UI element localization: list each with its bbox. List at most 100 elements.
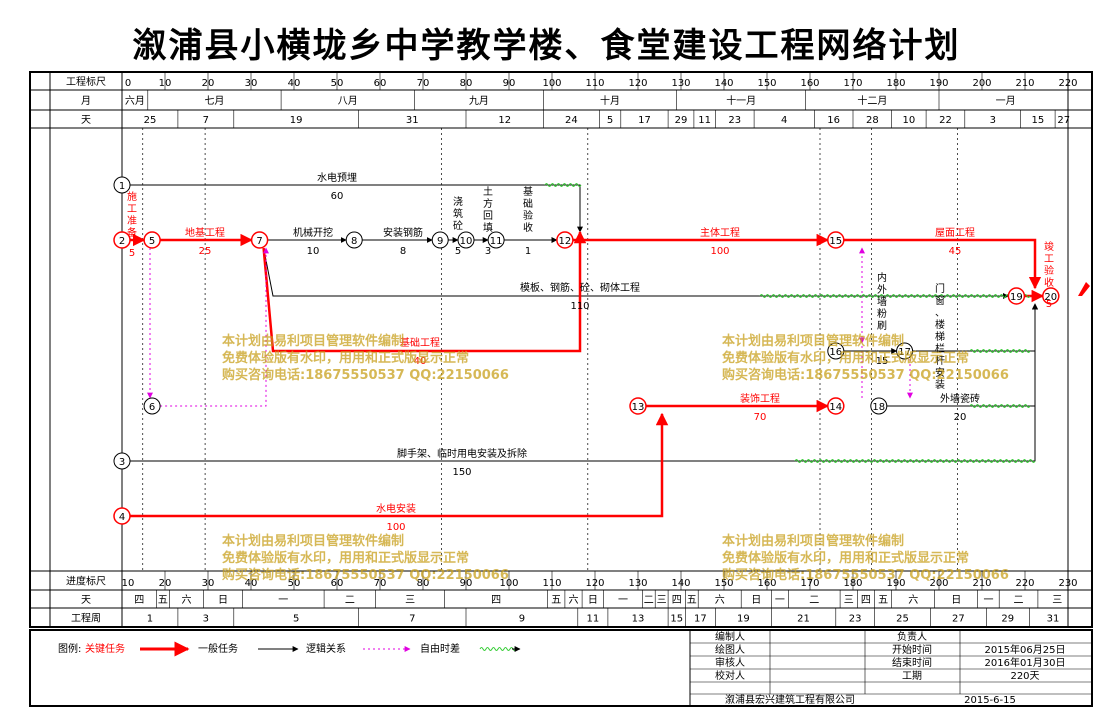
- scale-cell-label: 十一月: [726, 94, 756, 107]
- scale-tick-label: 90: [503, 78, 516, 89]
- watermark-block-4: 本计划由易利项目管理软件编制 免费体验版有水印，用用和正式版显示正常 购买咨询电…: [722, 533, 1009, 584]
- network-node: [1042, 287, 1060, 305]
- activity-duration: 45: [949, 246, 962, 257]
- activity-label-char: 基: [523, 185, 533, 198]
- activity-label-char: 内: [877, 271, 887, 284]
- activity-duration: 3: [485, 246, 491, 257]
- info-border: [29, 629, 1093, 707]
- scale-tick-label: 160: [800, 78, 819, 89]
- network-node: [143, 397, 161, 415]
- scale-tick-label: 230: [1058, 578, 1077, 589]
- scale-tick-label: 190: [929, 78, 948, 89]
- scale-cell-label: 六: [715, 594, 725, 606]
- activity-duration: 1: [525, 246, 531, 257]
- scale-cell-label: 28: [866, 115, 879, 126]
- node-number: 12: [559, 236, 572, 247]
- legend-float-label: 自由时差: [420, 642, 460, 655]
- scale-cell-label: 六: [569, 594, 579, 606]
- scale-tick-label: 120: [628, 78, 647, 89]
- logic-6-7: [160, 247, 269, 407]
- network-node: [1007, 287, 1026, 305]
- activity-label-char: 筑: [453, 207, 463, 220]
- scale-tick-label: 30: [245, 78, 258, 89]
- scale-tick-label: 140: [671, 578, 690, 589]
- float-17-19: [969, 349, 1031, 353]
- activity-label-char: 粉: [877, 307, 887, 320]
- scale-row-label: 进度标尺: [66, 575, 106, 588]
- info-start-label: 开始时间: [892, 643, 932, 656]
- scale-tick-label: 70: [374, 578, 387, 589]
- info-company: 溆浦县宏兴建筑工程有限公司: [725, 693, 855, 706]
- scale-cell-label: 日: [951, 595, 961, 606]
- scale-cell-label: 六: [182, 594, 192, 606]
- activity-label-char: 工: [1044, 254, 1054, 265]
- scale-tick-label: 110: [542, 578, 561, 589]
- activity-label-char: 回: [483, 210, 493, 222]
- scale-cell-label: 9: [519, 614, 525, 625]
- scale-tick-label: 130: [671, 78, 690, 89]
- scale-tick-label: 150: [757, 78, 776, 89]
- scale-cell-label: 五: [878, 595, 888, 606]
- activity-label-char: 土: [483, 185, 493, 198]
- scale-cell-label: 1: [147, 614, 153, 625]
- activity-label-char: 楼: [935, 318, 945, 331]
- scale-cell-label: 三: [657, 595, 667, 606]
- scale-tick-label: 70: [417, 78, 430, 89]
- scale-cell-label: 四: [134, 595, 144, 606]
- legend-normal-label: 一般任务: [198, 642, 238, 655]
- activity-label: 外墙瓷砖: [940, 392, 980, 405]
- activity-duration: 8: [400, 246, 406, 257]
- scale-cell-label: 三: [405, 595, 415, 606]
- node-number: 11: [490, 236, 503, 247]
- network-node: [250, 231, 269, 249]
- watermark-line: 本计划由易利项目管理软件编制: [722, 334, 905, 349]
- activity-label: 水电安装: [376, 502, 416, 515]
- info-reviewer-label: 审核人: [715, 656, 745, 669]
- scale-tick-label: 80: [460, 78, 473, 89]
- scale-tick-label: 50: [331, 78, 344, 89]
- scale-tick-label: 20: [159, 578, 172, 589]
- activity-label-char: 准: [127, 215, 137, 227]
- watermark-line: 购买咨询电话:18675550537 QQ:22150066: [722, 568, 1009, 583]
- network-node: [827, 231, 845, 249]
- scale-cell-label: 三: [844, 595, 854, 606]
- scale-cell-label: 5: [293, 614, 299, 625]
- scale-tick-label: 160: [757, 578, 776, 589]
- scale-cell-label: 八月: [338, 95, 358, 107]
- scale-row-label: 工程周: [71, 613, 101, 625]
- watermark-line: 本计划由易利项目管理软件编制: [722, 534, 905, 549]
- info-checker-label: 校对人: [715, 669, 745, 682]
- watermark-block-2: 本计划由易利项目管理软件编制 免费体验版有水印，用用和正式版显示正常 购买咨询电…: [722, 333, 1009, 384]
- scale-tick-label: 170: [843, 78, 862, 89]
- scale-cell-label: 23: [728, 115, 741, 126]
- scale-cell-label: 7: [409, 614, 415, 625]
- scale-cell-label: 17: [694, 614, 707, 625]
- scale-cell-label: 29: [675, 115, 688, 126]
- info-date: 2015-6-15: [964, 695, 1016, 706]
- network-node: [143, 231, 161, 249]
- activity-duration: 70: [754, 412, 767, 423]
- info-leader-label: 负责人: [897, 630, 927, 643]
- activity-label: 模板、钢筋、砼、砌体工程: [520, 281, 640, 294]
- info-duration-value: 220天: [1010, 671, 1039, 682]
- scale-cell-label: 7: [203, 115, 209, 126]
- activity-label-char: 杆: [935, 355, 945, 367]
- watermark-line: 免费体验版有水印，用用和正式版显示正常: [222, 351, 470, 366]
- scale-cell-label: 12: [498, 115, 511, 126]
- scale-cell-label: 一: [983, 595, 993, 606]
- watermark-line: 免费体验版有水印，用用和正式版显示正常: [722, 551, 970, 566]
- scale-cell-label: 七月: [204, 95, 224, 107]
- scale-tick-label: 130: [628, 578, 647, 589]
- node-number: 14: [829, 402, 842, 413]
- activity-duration: 5: [455, 246, 461, 257]
- activity-duration: 60: [331, 191, 344, 202]
- activity-label-char: 墙: [877, 295, 887, 308]
- scale-tick-label: 220: [1058, 78, 1077, 89]
- chart-title: 溆浦县小横垅乡中学教学楼、食堂建设工程网络计划: [132, 26, 961, 66]
- info-editor-label: 编制人: [715, 630, 745, 643]
- scale-cell-label: 五: [551, 595, 561, 606]
